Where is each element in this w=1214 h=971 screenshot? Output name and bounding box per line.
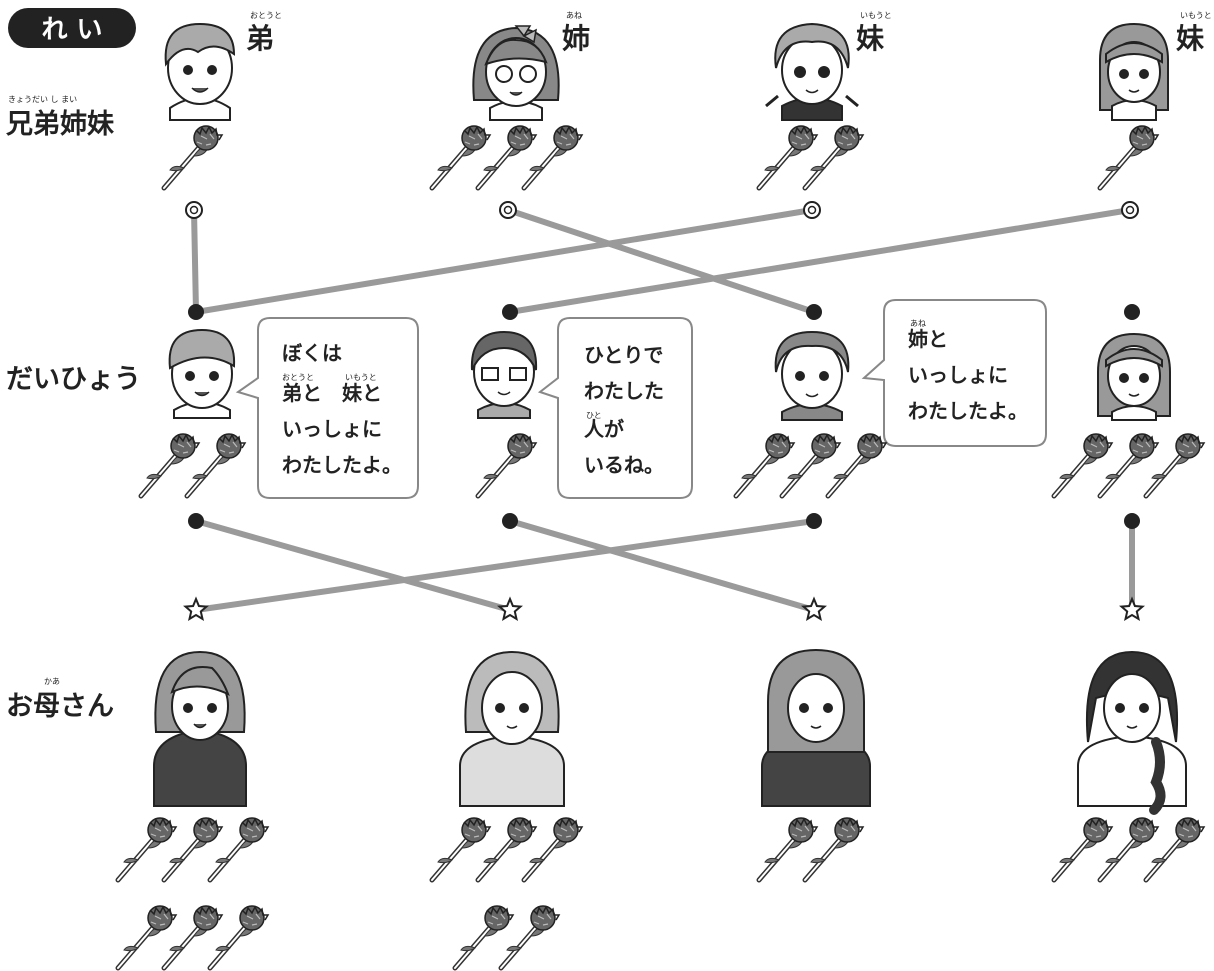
rep-4-carnation-1 [1054,434,1112,496]
bubble-2-line-2: わたした [584,379,664,403]
bubble-2-ruby-1: ひと [586,411,602,420]
mother-2-figure [459,650,565,807]
rep-glasses-boy-face [470,330,538,419]
mother-1-carnation-4 [118,906,176,968]
example-badge: れ い [8,8,136,48]
sibling-endpoint-1[interactable] [185,201,203,219]
rep-top-endpoint-2[interactable] [502,304,518,320]
speech-bubble-glasses-boy: ひとりで わたした ひと 人が いるね。 [537,317,693,499]
sibling-2-carnation-1 [432,126,490,188]
rep-bottom-endpoint-3[interactable] [806,513,822,529]
speech-bubble-boy: ぼくは おとうと いもうと 弟と 妹と いっしょに わたしたよ。 [235,317,419,499]
mothers-row-label: お母さん [6,691,114,722]
sibling-younger-sister-face [765,22,859,121]
bubble-1-line-4: わたしたよ。 [282,453,402,477]
rep-mother-line-2 [507,518,817,613]
rep-3-carnation-1 [736,434,794,496]
mother-3-carnation-1 [759,818,817,880]
sibling-endpoint-2[interactable] [499,201,517,219]
rep-long-hair-girl-face [1097,332,1171,421]
mothers-row-ruby: かあ [44,677,60,686]
sibling-2-word: 姉 [562,22,590,55]
rep-1-carnation-1 [141,434,199,496]
sibling-4-word: 妹 [1176,22,1204,55]
sibling-2-ruby: あね [566,11,582,20]
bubble-2-line-1: ひとりで [584,343,663,367]
rep-top-endpoint-4[interactable] [1124,304,1140,320]
sibling-rep-line-4 [507,207,1133,315]
siblings-row-label: 兄弟姉妹 [5,109,114,140]
sibling-older-sister-face [472,25,560,121]
sibling-endpoint-3[interactable] [803,201,821,219]
mother-star-endpoint-3[interactable] [801,596,827,621]
speech-bubble-girl: あね 姉と いっしょに わたしたよ。 [861,299,1047,447]
sibling-3-ruby: いもうと [860,11,892,20]
rep-bottom-endpoint-2[interactable] [502,513,518,529]
sibling-rep-line-2 [505,207,817,315]
mother-star-endpoint-2[interactable] [497,596,523,621]
connection-lines [191,207,1135,613]
mother-4-carnation-1 [1054,818,1112,880]
sibling-3-word: 妹 [856,22,884,55]
rep-top-endpoint-3[interactable] [806,304,822,320]
reps-row-label: だいひょう [6,364,141,395]
rep-boy-face [168,328,236,419]
rep-top-endpoint-1[interactable] [188,304,204,320]
bubble-3-ruby-1: あね [910,319,926,328]
bubble-2-line-4: いるね。 [584,453,664,477]
sibling-endpoint-4[interactable] [1121,201,1139,219]
sibling-rep-line-3 [193,207,815,315]
mother-star-endpoint-1[interactable] [183,596,209,621]
bubble-2-line-3: 人が [584,417,624,441]
sibling-rep-line-1 [191,207,199,315]
endpoints [183,201,1145,621]
bubble-1-line-1: ぼくは [282,341,342,365]
bubble-3-line-1: 姉と [908,327,948,351]
bubble-1-ruby-1: おとうと [282,373,314,382]
mother-star-endpoint-4[interactable] [1119,596,1145,621]
rep-bottom-endpoint-1[interactable] [188,513,204,529]
sibling-youngest-sister-face [1099,22,1169,121]
sibling-1-word: 弟 [246,22,274,55]
bubble-3-line-3: わたしたよ。 [908,399,1028,423]
bubble-1-ruby-2: いもうと [345,373,377,382]
bubble-1-line-2: 弟と 妹と [282,381,382,405]
bubble-1-line-3: いっしょに [282,417,382,441]
sibling-3-carnation-1 [759,126,817,188]
mother-1-figure [153,650,247,807]
rep-2-carnation-1 [478,434,536,496]
siblings-row-ruby: きょうだい し まい [8,95,77,104]
rep-mother-line-3 [193,518,817,613]
sibling-younger-brother-face [164,22,236,121]
sibling-1-carnation-1 [164,126,222,188]
bubble-3-line-2: いっしょに [908,363,1008,387]
mother-2-carnation-4 [455,906,513,968]
sibling-4-ruby: いもうと [1180,11,1212,20]
mother-2-carnation-1 [432,818,490,880]
sibling-1-ruby: おとうと [250,11,282,20]
example-badge-label: れ い [41,15,102,45]
sibling-4-carnation-1 [1100,126,1158,188]
rep-girl-face [774,330,850,421]
rep-bottom-endpoint-4[interactable] [1124,513,1140,529]
rep-mother-line-1 [193,518,513,613]
mother-1-carnation-1 [118,818,176,880]
mother-3-figure [761,648,871,807]
mother-4-figure [1077,650,1187,815]
